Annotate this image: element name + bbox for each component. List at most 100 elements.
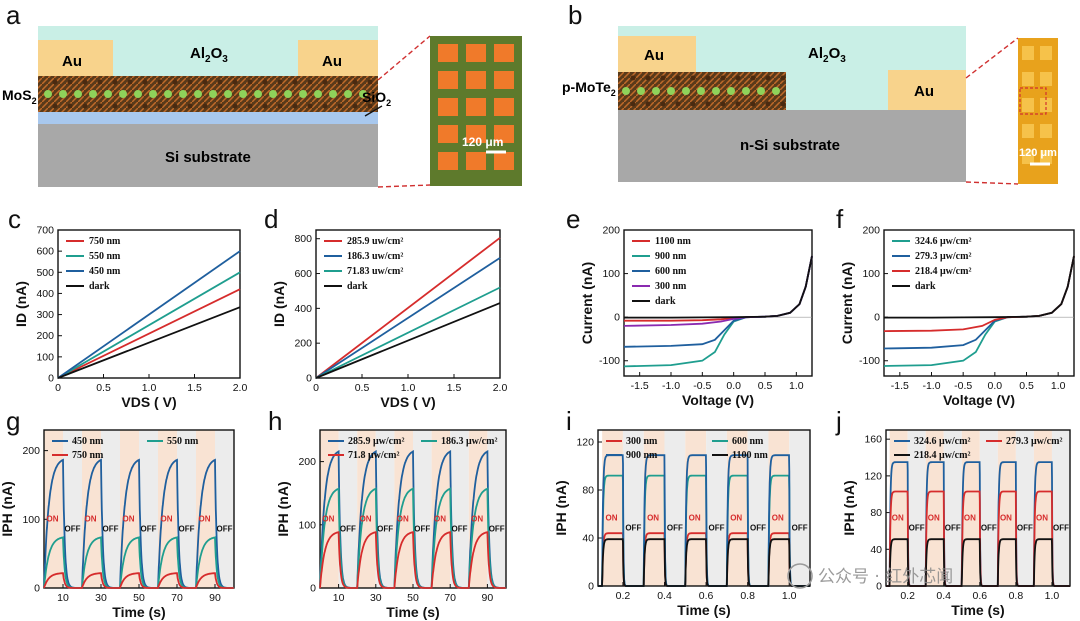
axes-frame-i xyxy=(597,429,811,587)
au-electrode-left-a xyxy=(38,40,113,80)
legend-label: 450 nm xyxy=(89,266,121,277)
x-tick-label: 0 xyxy=(55,382,61,394)
panel-label-e: e xyxy=(566,204,580,234)
electrode-pad xyxy=(438,152,458,170)
on-label: ON xyxy=(397,515,409,524)
mo-atom xyxy=(314,90,322,98)
si-substrate-a xyxy=(38,124,378,187)
light-on-band xyxy=(768,430,790,586)
legend-label: 550 nm xyxy=(167,436,199,447)
light-on-band xyxy=(726,430,748,586)
on-label: ON xyxy=(1000,513,1012,522)
s-atom xyxy=(232,103,238,109)
light-off-band xyxy=(979,430,998,586)
s-atom xyxy=(142,79,148,85)
mo-atom xyxy=(164,90,172,98)
x-axis-label-c: VDS ( V) xyxy=(121,394,176,410)
mo-atom xyxy=(104,90,112,98)
on-label: ON xyxy=(964,513,976,522)
electrode-pad xyxy=(438,98,458,116)
off-label: OFF xyxy=(1053,523,1069,532)
mo-atom xyxy=(194,90,202,98)
mo-atom xyxy=(284,90,292,98)
x-tick-label: 0.0 xyxy=(726,380,741,392)
sio2-pointer-a xyxy=(364,105,383,117)
x-tick-label: 70 xyxy=(444,592,456,604)
off-label: OFF xyxy=(452,525,468,534)
mo-atom xyxy=(149,90,157,98)
legend-label: 900 nm xyxy=(655,251,687,262)
s-atom xyxy=(82,103,88,109)
on-label: ON xyxy=(606,513,618,522)
light-on-band xyxy=(889,430,908,586)
te-atom xyxy=(660,75,666,81)
series-line xyxy=(315,302,501,379)
au-right-label-b: Au xyxy=(914,83,934,100)
y-tick-label: -100 xyxy=(859,355,880,367)
panel-label-i: i xyxy=(566,406,572,436)
electrode-pad xyxy=(1022,124,1034,138)
legend-label: 550 nm xyxy=(89,251,121,262)
legend-label: 900 nm xyxy=(626,450,658,461)
panel-label-f: f xyxy=(836,204,844,234)
series-line xyxy=(623,255,813,368)
scale-label-b: 120 μm xyxy=(1019,147,1057,159)
off-label: OFF xyxy=(750,523,766,532)
on-label: ON xyxy=(892,513,904,522)
legend-label: dark xyxy=(347,281,368,292)
y-tick-label: 0 xyxy=(48,373,54,385)
on-label: ON xyxy=(199,515,211,524)
light-on-band xyxy=(602,430,623,586)
s-atom xyxy=(322,103,328,109)
te-atom xyxy=(765,101,771,107)
electrode-array-b xyxy=(1022,46,1052,164)
s-atom xyxy=(172,79,178,85)
au-left-label-b: Au xyxy=(644,47,664,64)
off-label: OFF xyxy=(65,525,81,534)
series-line xyxy=(315,237,501,379)
au-electrode-right-b xyxy=(888,70,966,110)
series-line xyxy=(315,257,501,379)
off-label: OFF xyxy=(179,525,195,534)
light-on-band xyxy=(120,430,139,588)
series-line xyxy=(883,255,1075,367)
watermark: 公众号 · 红外芯闻 xyxy=(787,563,953,589)
on-label: ON xyxy=(772,513,784,522)
y-axis-label-e: Current (nA) xyxy=(579,262,595,344)
electrode-pad xyxy=(438,44,458,62)
x-axis-label-j: Time (s) xyxy=(951,602,1004,618)
electrode-pad xyxy=(466,98,486,116)
x-tick-label: 10 xyxy=(57,592,69,604)
y-tick-label: 400 xyxy=(36,288,54,300)
y-tick-label: 100 xyxy=(862,268,880,280)
legend-label: 218.4 μw/cm² xyxy=(915,266,971,277)
x-tick-label: 1.0 xyxy=(401,382,416,394)
motte2-atoms-b xyxy=(622,75,786,107)
x-tick-label: -1.0 xyxy=(662,380,680,392)
mo-atom xyxy=(44,90,52,98)
x-tick-label: 1.0 xyxy=(142,382,157,394)
y-tick-label: 40 xyxy=(582,533,594,545)
s-atom xyxy=(97,79,103,85)
x-tick-label: 0.2 xyxy=(616,590,631,602)
al2o3-label-a: Al2O3 xyxy=(190,45,228,65)
x-tick-label: 0.5 xyxy=(1019,380,1034,392)
x-axis-label-g: Time (s) xyxy=(112,604,165,620)
y-axis-label-c: ID (nA) xyxy=(13,281,29,327)
electrode-pad xyxy=(1040,46,1052,60)
y-tick-label: 500 xyxy=(36,267,54,279)
series-line xyxy=(883,255,1075,332)
mo-atom xyxy=(59,90,67,98)
electrode-pad xyxy=(466,152,486,170)
mo-atom xyxy=(254,90,262,98)
x-tick-label: 70 xyxy=(171,592,183,604)
panel-label-d: d xyxy=(264,204,278,234)
x-tick-label: 0.2 xyxy=(900,590,915,602)
x-tick-label: 90 xyxy=(209,592,221,604)
te-atom xyxy=(645,75,651,81)
x-tick-label: 0.8 xyxy=(740,590,755,602)
